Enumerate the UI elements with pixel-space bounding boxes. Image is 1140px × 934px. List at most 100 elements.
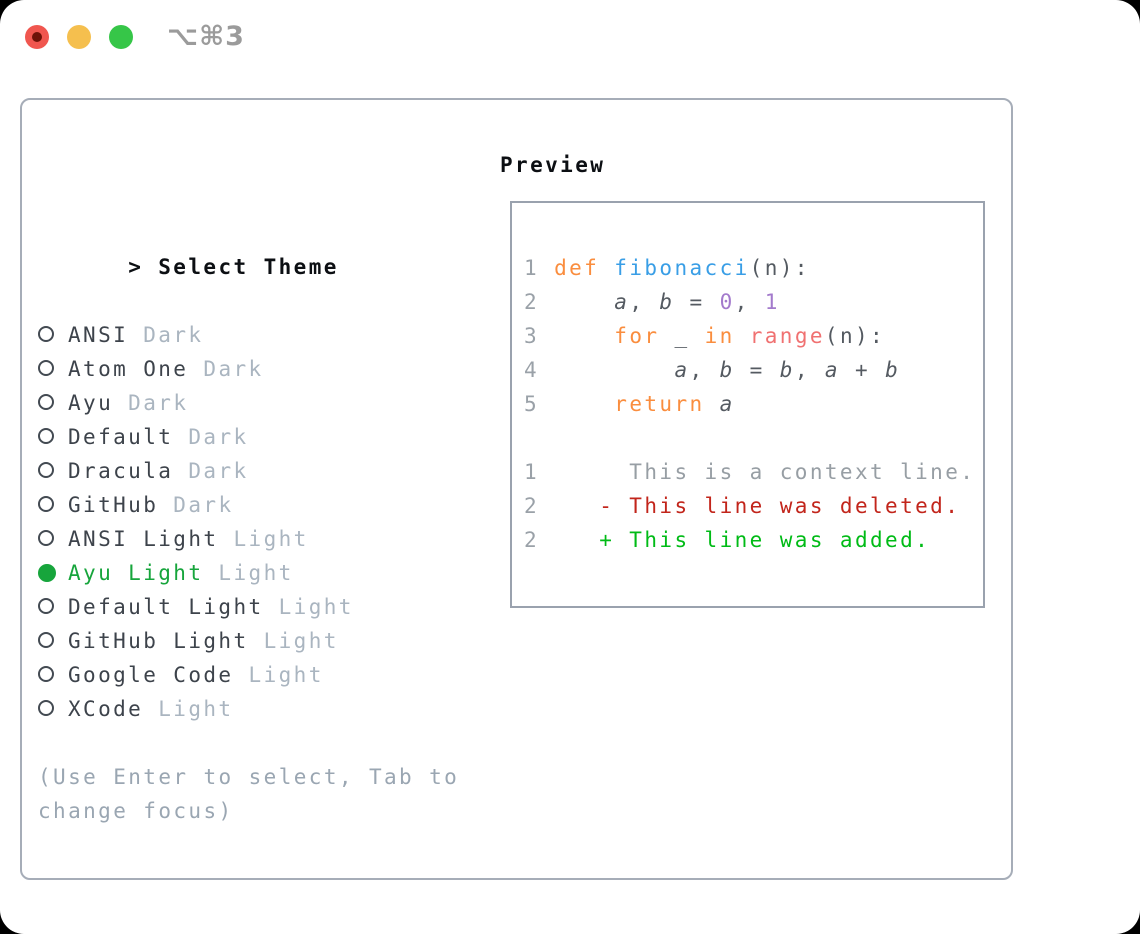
line-number: 2	[524, 290, 555, 314]
code-line: 3 for _ in range(n):	[524, 319, 975, 353]
token-plain: _	[659, 324, 705, 348]
theme-variant-label: Light	[143, 697, 234, 721]
empty-circle-icon	[38, 666, 54, 682]
token-plain: (n):	[824, 324, 886, 348]
code-line: 1 This is a context line.	[524, 455, 975, 489]
token-plain: ,	[734, 290, 765, 314]
theme-option-ayu[interactable]: Ayu Dark	[38, 386, 354, 420]
selection-arrow-icon: >	[128, 255, 144, 279]
empty-circle-icon	[38, 700, 54, 716]
token-function: fibonacci	[614, 256, 750, 280]
token-plain: +	[839, 358, 886, 382]
radio-unselected-icon	[38, 454, 68, 488]
token-plain	[554, 392, 614, 416]
minimize-button[interactable]	[67, 25, 91, 49]
token-variable: b	[659, 290, 675, 314]
theme-variant-label: Light	[218, 527, 309, 551]
theme-variant-label: Dark	[173, 459, 249, 483]
theme-option-label: ANSI	[68, 323, 129, 347]
token-builtin: range	[749, 324, 825, 348]
theme-variant-label: Light	[263, 595, 354, 619]
token-keyword: for	[614, 324, 660, 348]
token-variable: b	[779, 358, 795, 382]
token-keyword: return	[614, 392, 705, 416]
help-text: (Use Enter to select, Tab to change focu…	[38, 765, 460, 823]
token-plain: =	[734, 358, 780, 382]
theme-variant-label: Dark	[128, 323, 204, 347]
radio-unselected-icon	[38, 488, 68, 522]
token-plain	[705, 392, 720, 416]
line-number: 4	[524, 358, 555, 382]
token-keyword: def	[554, 256, 600, 280]
radio-unselected-icon	[38, 352, 68, 386]
theme-list-title-row: > Select Theme	[38, 216, 354, 279]
theme-option-dracula[interactable]: Dracula Dark	[38, 454, 354, 488]
token-number: 0	[719, 290, 735, 314]
token-variable: a	[719, 392, 735, 416]
token-added: + This line was added.	[554, 528, 931, 552]
empty-circle-icon	[38, 360, 54, 376]
token-keyword: in	[704, 324, 735, 348]
empty-circle-icon	[38, 428, 54, 444]
token-plain: =	[674, 290, 720, 314]
theme-option-atom-one[interactable]: Atom One Dark	[38, 352, 354, 386]
theme-option-github[interactable]: GitHub Dark	[38, 488, 354, 522]
radio-unselected-icon	[38, 318, 68, 352]
token-variable: a	[674, 358, 690, 382]
theme-option-ansi[interactable]: ANSI Dark	[38, 318, 354, 352]
theme-option-label: Google Code	[68, 663, 234, 687]
theme-option-xcode[interactable]: XCode Light	[38, 692, 354, 726]
code-line: 2 a, b = 0, 1	[524, 285, 975, 319]
close-button[interactable]	[25, 25, 49, 49]
token-variable: a	[614, 290, 630, 314]
theme-variant-label: Light	[248, 629, 339, 653]
line-number: 5	[524, 392, 555, 416]
empty-circle-icon	[38, 326, 54, 342]
token-plain: ,	[794, 358, 825, 382]
theme-variant-label: Dark	[188, 357, 264, 381]
theme-variant-label: Light	[203, 561, 294, 585]
preview-title: Preview	[500, 153, 606, 177]
theme-option-github-light[interactable]: GitHub Light Light	[38, 624, 354, 658]
theme-option-ansi-light[interactable]: ANSI Light Light	[38, 522, 354, 556]
radio-unselected-icon	[38, 420, 68, 454]
empty-circle-icon	[38, 632, 54, 648]
line-number: 2	[524, 494, 555, 518]
theme-variant-label: Light	[233, 663, 324, 687]
code-line: 5 return a	[524, 387, 975, 421]
radio-unselected-icon	[38, 522, 68, 556]
token-variable: b	[885, 358, 901, 382]
code-line: 2 + This line was added.	[524, 523, 975, 557]
line-number: 3	[524, 324, 555, 348]
token-plain	[554, 324, 614, 348]
theme-option-ayu-light[interactable]: Ayu Light Light	[38, 556, 354, 590]
theme-option-google-code[interactable]: Google Code Light	[38, 658, 354, 692]
empty-circle-icon	[38, 530, 54, 546]
code-line: 1 def fibonacci(n):	[524, 251, 975, 285]
theme-option-label: ANSI Light	[68, 527, 219, 551]
token-plain: ,	[689, 358, 720, 382]
window-title-shortcut: ⌥⌘3	[167, 21, 245, 52]
code-line	[524, 421, 975, 455]
theme-option-label: Dracula	[68, 459, 174, 483]
radio-selected-icon	[38, 556, 68, 592]
theme-option-label: XCode	[68, 697, 144, 721]
theme-option-label: Default Light	[68, 595, 264, 619]
token-plain	[554, 358, 674, 382]
theme-list-title: Select Theme	[158, 255, 339, 279]
theme-option-default-light[interactable]: Default Light Light	[38, 590, 354, 624]
theme-option-label: Ayu Light	[68, 561, 204, 585]
code-line: 4 a, b = b, a + b	[524, 353, 975, 387]
line-number: 1	[524, 460, 555, 484]
token-plain	[554, 290, 614, 314]
theme-option-default[interactable]: Default Dark	[38, 420, 354, 454]
maximize-button[interactable]	[109, 25, 133, 49]
token-variable: b	[719, 358, 735, 382]
theme-option-label: GitHub	[68, 493, 159, 517]
empty-circle-icon	[38, 598, 54, 614]
